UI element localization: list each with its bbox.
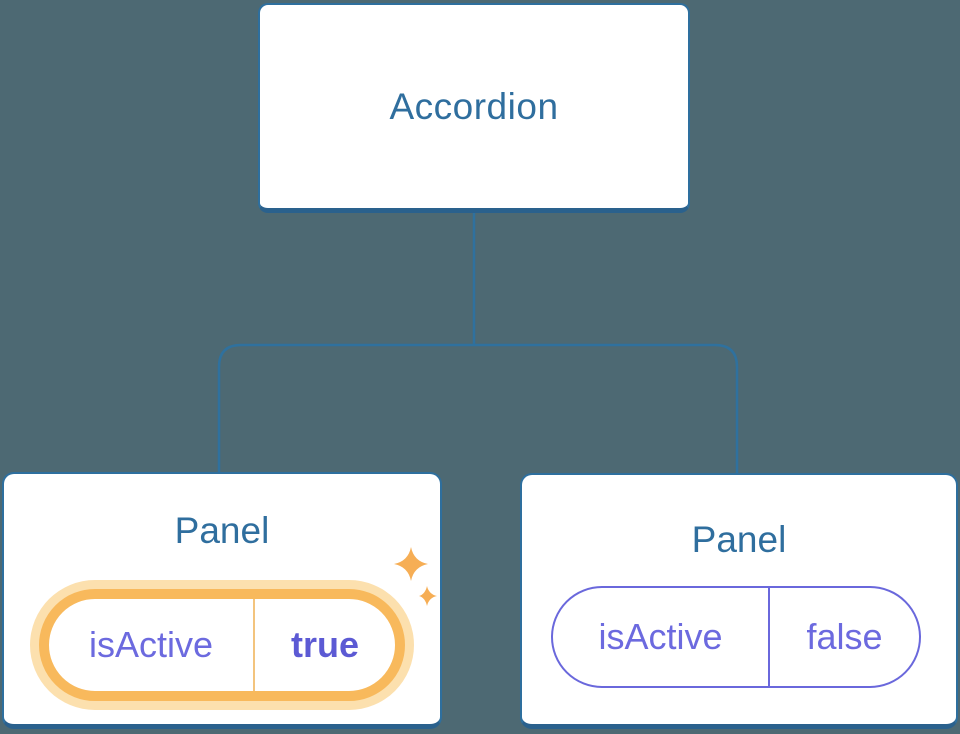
prop-name-label: isActive <box>598 616 723 657</box>
isactive-pill-false: isActive false <box>551 586 921 688</box>
isactive-pill-true: isActive true <box>39 589 405 701</box>
prop-value-label: true <box>290 624 359 665</box>
pill-divider <box>768 588 770 686</box>
connector-branches <box>217 343 739 474</box>
panel-node-label: Panel <box>174 510 270 551</box>
accordion-node-label: Accordion <box>389 85 559 127</box>
accordion-node: Accordion <box>258 3 690 213</box>
panel-node-inactive: Panel isActive false <box>520 473 958 729</box>
prop-value-label: false <box>806 616 883 657</box>
sparkles-icon <box>394 547 437 606</box>
pill-divider <box>253 599 255 691</box>
panel-node-active: Panel isActive true <box>2 472 442 729</box>
prop-name-label: isActive <box>88 624 214 665</box>
panel-node-label: Panel <box>691 519 787 560</box>
